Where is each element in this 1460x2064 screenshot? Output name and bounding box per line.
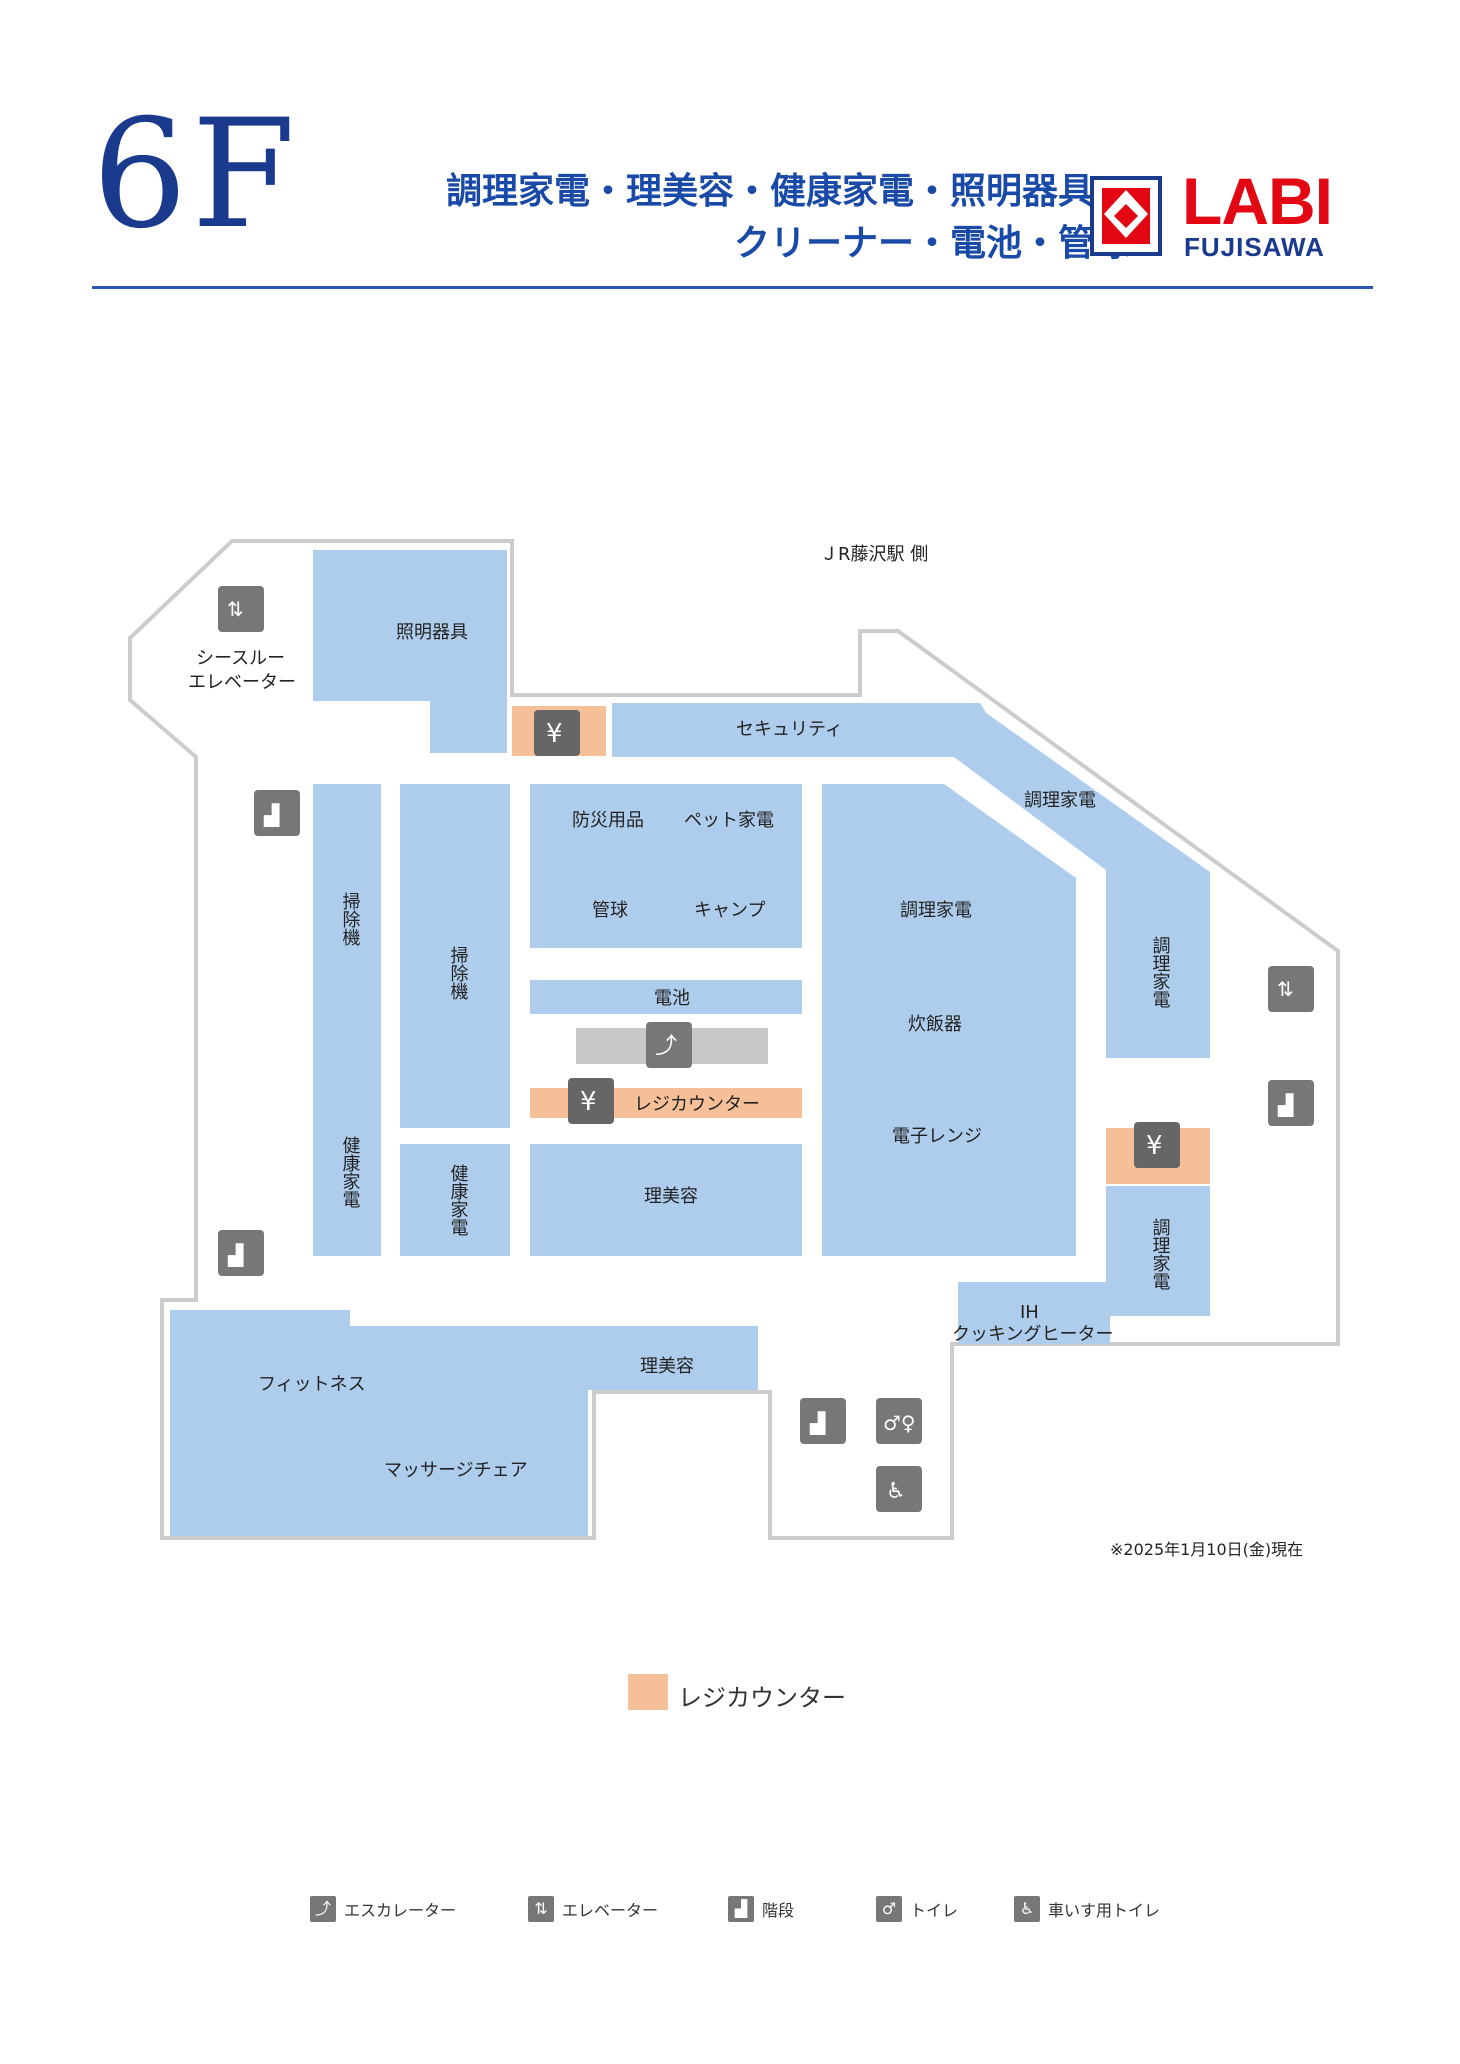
floor-number: 6F [92, 88, 300, 262]
direction-label: ＪR藤沢駅 側 [820, 544, 928, 565]
label-fitness: フィットネス [258, 1374, 366, 1395]
svg-text:▟: ▟ [1278, 1093, 1294, 1117]
label-ih-line2: クッキングヒーター [952, 1324, 1113, 1345]
label-lighting: 照明器具 [396, 622, 468, 643]
toilet-icon[interactable]: ♂♀ [876, 1398, 922, 1444]
label-disaster: 防災用品 [572, 810, 644, 831]
escalator-icon[interactable]: ⤴ [646, 1022, 692, 1068]
label-cleaner-mid: 掃除機 [448, 946, 469, 1001]
svg-text:▟: ▟ [228, 1243, 244, 1267]
label-bulbs: 管球 [592, 900, 628, 921]
area-ih[interactable] [958, 1282, 1110, 1344]
label-kitchen-top: 調理家電 [1024, 790, 1096, 811]
area-kitchen-top[interactable] [612, 705, 1210, 1058]
floor-categories-line2: クリーナー・電池・管球 [733, 223, 1130, 265]
elevator-right-icon[interactable]: ⇅ [1268, 966, 1314, 1012]
svg-text:¥: ¥ [546, 719, 563, 749]
svg-text:¥: ¥ [1146, 1131, 1163, 1161]
area-kitchen-right-bottom[interactable] [1106, 1186, 1210, 1316]
svg-text:▟: ▟ [264, 803, 280, 827]
stairs-icon: ▟ [728, 1896, 754, 1922]
legend-escalator-label: エスカレーター [344, 1901, 457, 1920]
wheelchair-icon: ♿ [1014, 1896, 1040, 1922]
label-see-through-2: エレベーター [188, 672, 296, 693]
legend-stairs-label: 階段 [762, 1901, 795, 1920]
stairs-right-icon[interactable]: ▟ [1268, 1080, 1314, 1126]
accessible-toilet-icon[interactable]: ♿ [876, 1466, 922, 1512]
stairs-bottom-icon[interactable]: ▟ [800, 1398, 846, 1444]
label-security: セキュリティ [736, 719, 843, 740]
label-beauty-center: 理美容 [644, 1186, 698, 1207]
logo-labi-text: LABI [1182, 164, 1333, 238]
area-beauty-center[interactable] [530, 1144, 802, 1256]
label-camp: キャンプ [694, 900, 765, 921]
toilet-icon: ♂ [876, 1896, 902, 1922]
label-microwave: 電子レンジ [892, 1126, 982, 1147]
svg-text:⇅: ⇅ [1277, 977, 1294, 1001]
svg-text:⤴: ⤴ [655, 1034, 677, 1059]
floor-categories: 調理家電・理美容・健康家電・照明器具・ クリーナー・電池・管球 [446, 166, 1130, 270]
legend-stairs: ▟ 階段 [728, 1896, 794, 1922]
floor-categories-line1: 調理家電・理美容・健康家電・照明器具・ [445, 171, 1130, 212]
label-cleaner-left: 掃除機 [340, 892, 361, 947]
escalator-icon: ⤴ [310, 1896, 336, 1922]
stairs-icon[interactable]: ▟ [254, 790, 300, 836]
svg-text:♿: ♿ [886, 1479, 906, 1504]
legend-elevator-label: エレベーター [562, 1901, 659, 1920]
header-divider [92, 286, 1373, 289]
legend-toilet: ♂ トイレ [876, 1896, 958, 1922]
area-fitness-massage[interactable] [170, 1310, 758, 1536]
area-health-mid[interactable] [400, 1144, 510, 1256]
label-beauty-bottom: 理美容 [640, 1356, 694, 1377]
yen-register-top-icon: ¥ [534, 710, 580, 756]
area-cleaner-mid[interactable] [400, 784, 510, 1128]
legend-accessible-toilet-label: 車いす用トイレ [1048, 1901, 1161, 1920]
label-see-through-1: シースルー [196, 648, 285, 669]
svg-text:♂♀: ♂♀ [883, 1411, 916, 1435]
svg-text:¥: ¥ [580, 1087, 597, 1117]
logo-fujisawa-text: FUJISAWA [1184, 232, 1325, 262]
area-battery[interactable] [530, 980, 802, 1014]
label-register-center: レジカウンター [634, 1094, 760, 1115]
legend-toilet-label: トイレ [910, 1901, 959, 1920]
label-rice: 炊飯器 [908, 1014, 962, 1035]
legend-escalator: ⤴ エスカレーター [310, 1896, 456, 1922]
legend-accessible-toilet: ♿ 車いす用トイレ [1014, 1896, 1160, 1922]
yen-register-center-icon: ¥ [568, 1078, 614, 1124]
svg-text:▟: ▟ [810, 1411, 826, 1435]
label-ih: IH [1020, 1302, 1039, 1323]
label-kitchen-right-top: 調理家電 [1150, 936, 1171, 1008]
label-kitchen-right-bottom: 調理家電 [1150, 1218, 1171, 1290]
legend-elevator: ⇅ エレベーター [528, 1896, 658, 1922]
label-massage: マッサージチェア [384, 1460, 528, 1481]
area-disaster-camp[interactable] [530, 784, 802, 948]
labi-logo-mark [1090, 176, 1162, 256]
label-health-left: 健康家電 [340, 1136, 361, 1208]
legend-register-swatch [628, 1674, 668, 1710]
svg-text:⇅: ⇅ [227, 597, 244, 621]
label-battery: 電池 [654, 988, 690, 1009]
elevator-icon[interactable]: ⇅ [218, 586, 264, 632]
label-kitchen-main: 調理家電 [900, 900, 972, 921]
label-pet: ペット家電 [684, 810, 774, 831]
area-kitchen-main[interactable] [822, 784, 1076, 1256]
label-health-mid: 健康家電 [448, 1164, 469, 1236]
date-note: ※2025年1月10日(金)現在 [1110, 1540, 1304, 1559]
elevator-icon: ⇅ [528, 1896, 554, 1922]
area-cleaner-left[interactable] [313, 784, 381, 1256]
area-lighting[interactable] [313, 550, 507, 753]
legend-register-label: レジカウンター [678, 1684, 846, 1712]
stairs-left-bottom-icon[interactable]: ▟ [218, 1230, 264, 1276]
yen-register-right-icon: ¥ [1134, 1122, 1180, 1168]
